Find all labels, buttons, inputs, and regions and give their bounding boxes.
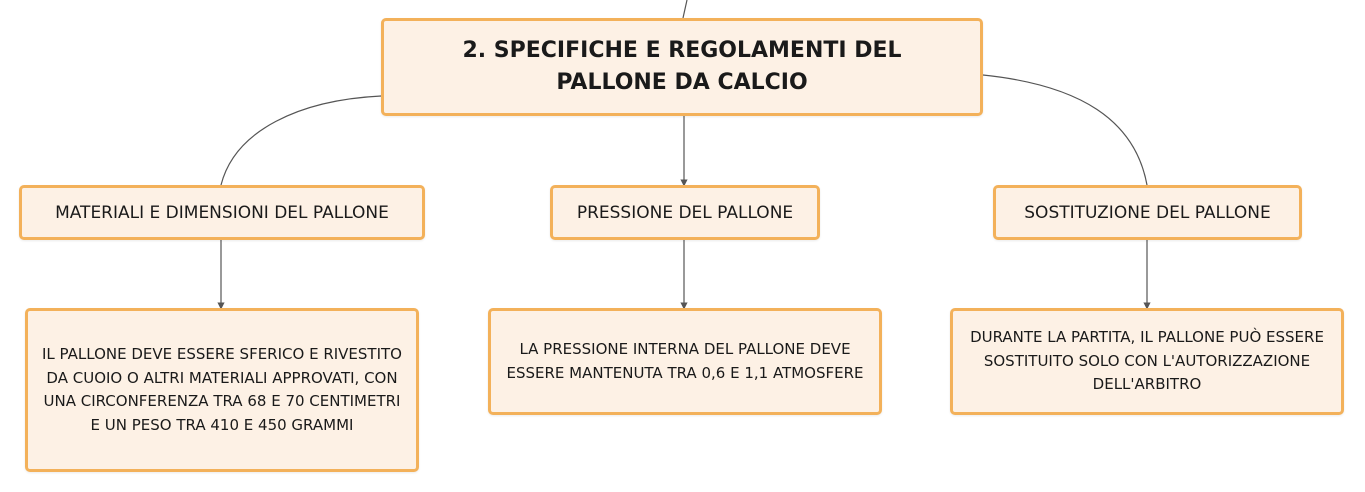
root-topic-title: 2. SPECIFICHE E REGOLAMENTI DEL PALLONE …	[462, 38, 902, 95]
detail-topic-replacement[interactable]: DURANTE LA PARTITA, IL PALLONE PUÒ ESSER…	[950, 308, 1344, 415]
connector-root-to-replace	[982, 74, 1148, 186]
root-topic[interactable]: 2. SPECIFICHE E REGOLAMENTI DEL PALLONE …	[381, 18, 983, 116]
detail-topic-materials[interactable]: IL PALLONE DEVE ESSERE SFERICO E RIVESTI…	[25, 308, 419, 472]
branch-topic-replacement[interactable]: SOSTITUZIONE DEL PALLONE	[993, 185, 1302, 240]
detail-topic-pressure[interactable]: LA PRESSIONE INTERNA DEL PALLONE DEVE ES…	[488, 308, 882, 415]
branch-topic-label: PRESSIONE DEL PALLONE	[576, 202, 794, 223]
detail-topic-text: LA PRESSIONE INTERNA DEL PALLONE DEVE ES…	[506, 340, 864, 382]
detail-topic-text: IL PALLONE DEVE ESSERE SFERICO E RIVESTI…	[42, 345, 402, 434]
detail-topic-text: DURANTE LA PARTITA, IL PALLONE PUÒ ESSER…	[970, 328, 1324, 394]
branch-topic-label: SOSTITUZIONE DEL PALLONE	[1024, 202, 1271, 223]
branch-topic-label: MATERIALI E DIMENSIONI DEL PALLONE	[55, 202, 389, 223]
connector-root-to-materials	[220, 95, 382, 186]
branch-topic-materials[interactable]: MATERIALI E DIMENSIONI DEL PALLONE	[19, 185, 425, 240]
branch-topic-pressure[interactable]: PRESSIONE DEL PALLONE	[550, 185, 820, 240]
connector-parent-to-root	[682, 0, 688, 19]
